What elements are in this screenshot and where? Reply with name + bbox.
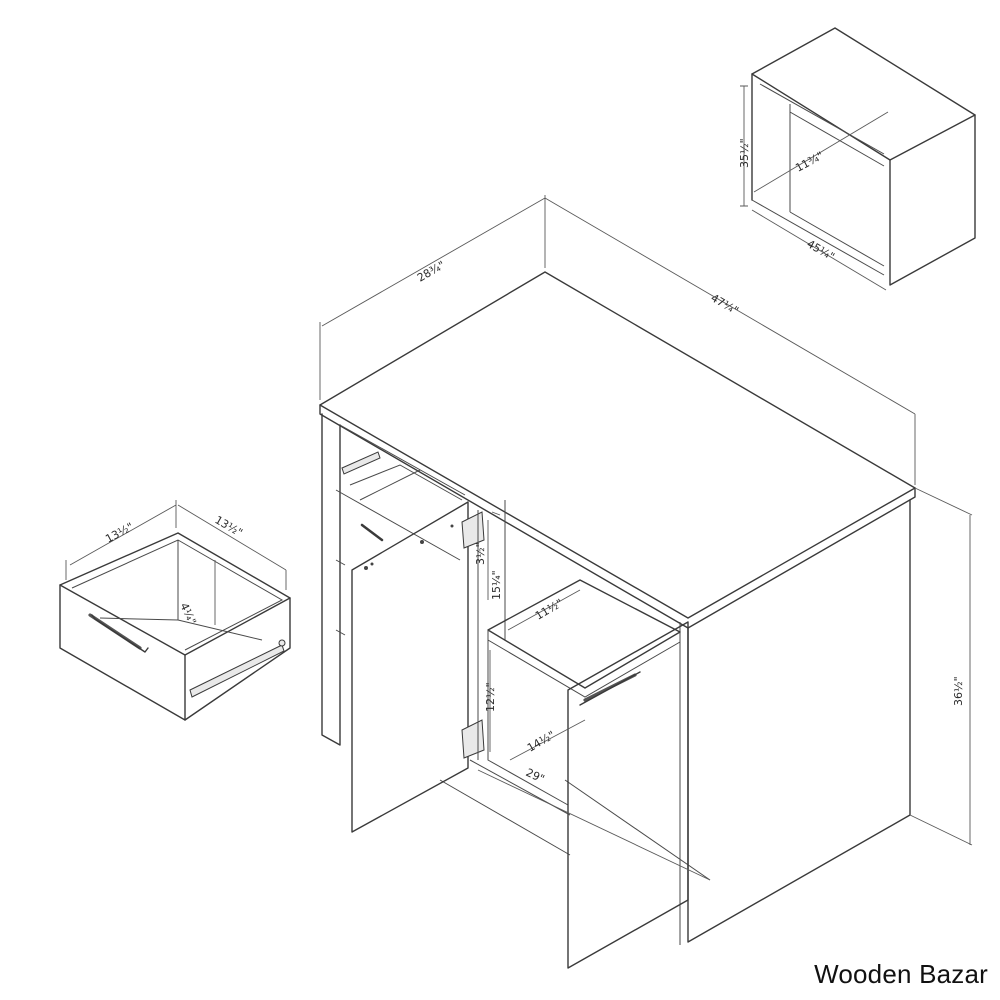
dim-lower-opening-depth: 14½" — [525, 728, 557, 754]
main-cabinet — [319, 195, 973, 969]
dim-shelf-top-height: 3½" — [474, 542, 487, 565]
dim-top-width: 47¼" — [709, 291, 741, 317]
watermark-text: Wooden Bazar — [814, 959, 988, 989]
dim-clearance-width: 45¼" — [805, 237, 837, 263]
dim-upper-opening-height: 15¼" — [490, 570, 503, 600]
dim-upper-opening-depth: 11½" — [533, 596, 565, 622]
dim-overall-height: 36½" — [952, 676, 965, 706]
dim-clearance-height: 35½" — [738, 138, 751, 168]
dim-drawer-width: 13½" — [103, 520, 135, 545]
dim-lower-opening-height: 12½" — [484, 682, 497, 712]
dim-clearance-depth: 11¾" — [793, 149, 825, 174]
dim-top-depth: 28¾" — [415, 258, 447, 284]
dim-drawer-height: 4¼" — [177, 601, 198, 627]
clearance-box — [740, 27, 976, 291]
dim-inner-width: 29" — [524, 766, 547, 786]
drawer-illustration — [59, 500, 291, 721]
